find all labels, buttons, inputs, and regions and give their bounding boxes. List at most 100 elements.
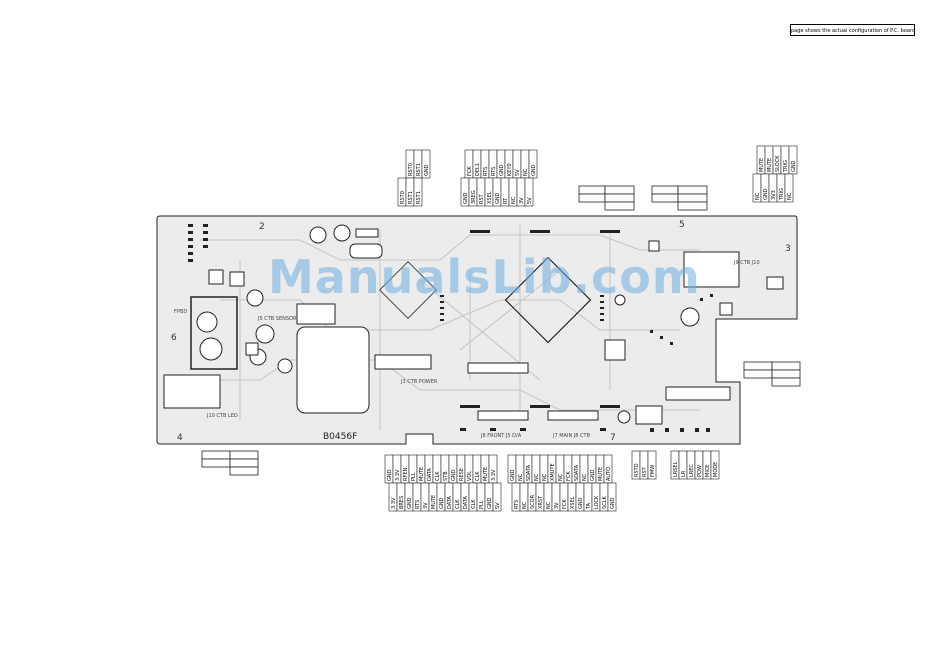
connector-front xyxy=(477,410,529,421)
watermark: ManualsLib.com xyxy=(268,250,701,304)
fpbd-block xyxy=(190,296,238,370)
pin-label: GND xyxy=(763,188,769,200)
pin-label: FCK xyxy=(566,471,572,481)
connector-bottom-b-row1: GND NC SDATA NC NC XMUTE NC FCK SDATA NC… xyxy=(507,454,613,484)
smd-pads xyxy=(188,224,713,432)
pin-label: GND xyxy=(578,497,584,509)
pin-label: MODE xyxy=(713,462,719,477)
ic-pad-left xyxy=(296,326,370,414)
connector-top-b-row2: GND 3REG RST XSEL GND RT NC 3V 5V xyxy=(460,177,534,207)
pin-label: 5V xyxy=(515,169,521,176)
pin-label: RST1 xyxy=(416,191,422,204)
component-c4 xyxy=(614,294,626,306)
pin-label: GND xyxy=(495,192,501,204)
hole-1 xyxy=(255,324,275,344)
pin-label: NC xyxy=(582,473,588,481)
label-sensor: J5 CTB SENSOR xyxy=(257,316,297,322)
component-q1 xyxy=(229,271,245,287)
label-j9: J9 CTB J10 xyxy=(733,260,760,266)
pin-label: TRIG xyxy=(779,188,785,201)
pin-label: FCK xyxy=(467,166,473,176)
pin-label: 3.3V xyxy=(391,497,397,509)
zone-3: 3 xyxy=(785,244,791,254)
pin-label: NC xyxy=(518,473,524,481)
pin-label: NC xyxy=(534,473,540,481)
pin-label: AUTO xyxy=(606,467,612,481)
pin-label: CLK xyxy=(471,499,477,509)
pin-label: NC xyxy=(558,473,564,481)
pin-label: RTS xyxy=(483,167,489,176)
component-c7 xyxy=(333,224,351,242)
label-power: J3 CTB POWER xyxy=(400,379,438,385)
pin-label: RT xyxy=(503,197,509,204)
pin-label: NC xyxy=(542,473,548,481)
label-front: J8 FRONT J5 D/A xyxy=(480,433,522,439)
connector-right xyxy=(665,386,731,401)
pin-label: XSEL xyxy=(570,496,576,509)
pin-label: GND xyxy=(590,469,596,481)
pin-label: NC xyxy=(511,196,517,204)
label-led: J10 CTB LED xyxy=(206,413,238,419)
pin-label: RTS xyxy=(491,167,497,176)
pin-label: RESE xyxy=(459,468,465,481)
pin-label: LR xyxy=(681,470,687,477)
connector-top-a-row1: RST0 RST1 GND xyxy=(405,149,431,179)
switch-block xyxy=(635,405,663,425)
pin-label: GND xyxy=(387,469,393,481)
connector-main xyxy=(547,410,599,421)
pin-label: NC xyxy=(546,501,552,509)
pin-label: GND xyxy=(791,160,797,172)
connector-bottom-b-row2: RTS NC SCOR XRST NC 3V FCK XSEL GND TA L… xyxy=(511,482,617,512)
connector-led xyxy=(163,374,221,409)
connector-top-a-row2: RST0 RST1 RST1 xyxy=(397,177,423,207)
pin-label: SCOR xyxy=(530,494,536,509)
connector-bottom-a-row2: 3.3V BRES GND RTS 3V MUTE GND DATA CLK D… xyxy=(388,482,502,512)
pin-label: RST1 xyxy=(416,163,422,176)
pin-label: XRST xyxy=(538,495,544,509)
pin-label: GND xyxy=(439,497,445,509)
pin-label: 3V xyxy=(519,197,525,204)
pin-label: PLL xyxy=(479,500,485,509)
hole-2 xyxy=(680,307,700,327)
pin-label: CLK xyxy=(435,471,441,481)
pin-label: SCLK xyxy=(602,496,608,509)
pin-label: NC xyxy=(523,168,529,176)
label-fpbd: FPBD xyxy=(174,309,187,315)
zone-6: 6 xyxy=(171,333,177,343)
small-part-3 xyxy=(648,240,660,252)
pin-label: STB xyxy=(443,471,449,481)
component-q2 xyxy=(208,269,224,285)
pin-label: 5V xyxy=(527,197,533,204)
pin-label: RSTD xyxy=(634,463,640,477)
ic-pad-right xyxy=(683,251,740,288)
pin-label: GND xyxy=(407,497,413,509)
pin-label: 3.3V xyxy=(491,469,497,481)
small-part-1 xyxy=(719,302,733,316)
pin-label: MUTE xyxy=(759,158,765,172)
connector-top-c-row1: MUTE MUTE SLOCK TRIG GND xyxy=(756,145,798,175)
crystal xyxy=(349,243,383,259)
connector-bottom-c: RSTD RST FMW xyxy=(631,450,657,480)
pin-label: FMW xyxy=(650,465,656,477)
small-part-2 xyxy=(766,276,784,290)
connector-top-small xyxy=(355,228,379,238)
connector-box-group xyxy=(201,185,801,476)
connector-ir xyxy=(467,362,529,374)
pin-label: GND xyxy=(610,497,616,509)
pin-label: DATA xyxy=(427,468,433,481)
pin-label: RST xyxy=(479,193,485,204)
pin-label: TRIG xyxy=(783,160,789,173)
pin-label: RTS xyxy=(415,500,421,509)
pin-label: GND xyxy=(451,469,457,481)
pin-label: 3V xyxy=(423,502,429,509)
zone-2: 2 xyxy=(259,222,265,232)
pin-label: LREC xyxy=(689,464,695,477)
pin-label: CLK xyxy=(455,499,461,509)
pin-label: PLL xyxy=(411,472,417,481)
pin-label: KEY0 xyxy=(507,163,513,176)
pin-label: SDATA xyxy=(526,464,532,481)
rotary-knob-bottom xyxy=(199,337,223,361)
pin-label: DEL1 xyxy=(475,163,481,176)
main-processor-ic xyxy=(504,256,592,344)
